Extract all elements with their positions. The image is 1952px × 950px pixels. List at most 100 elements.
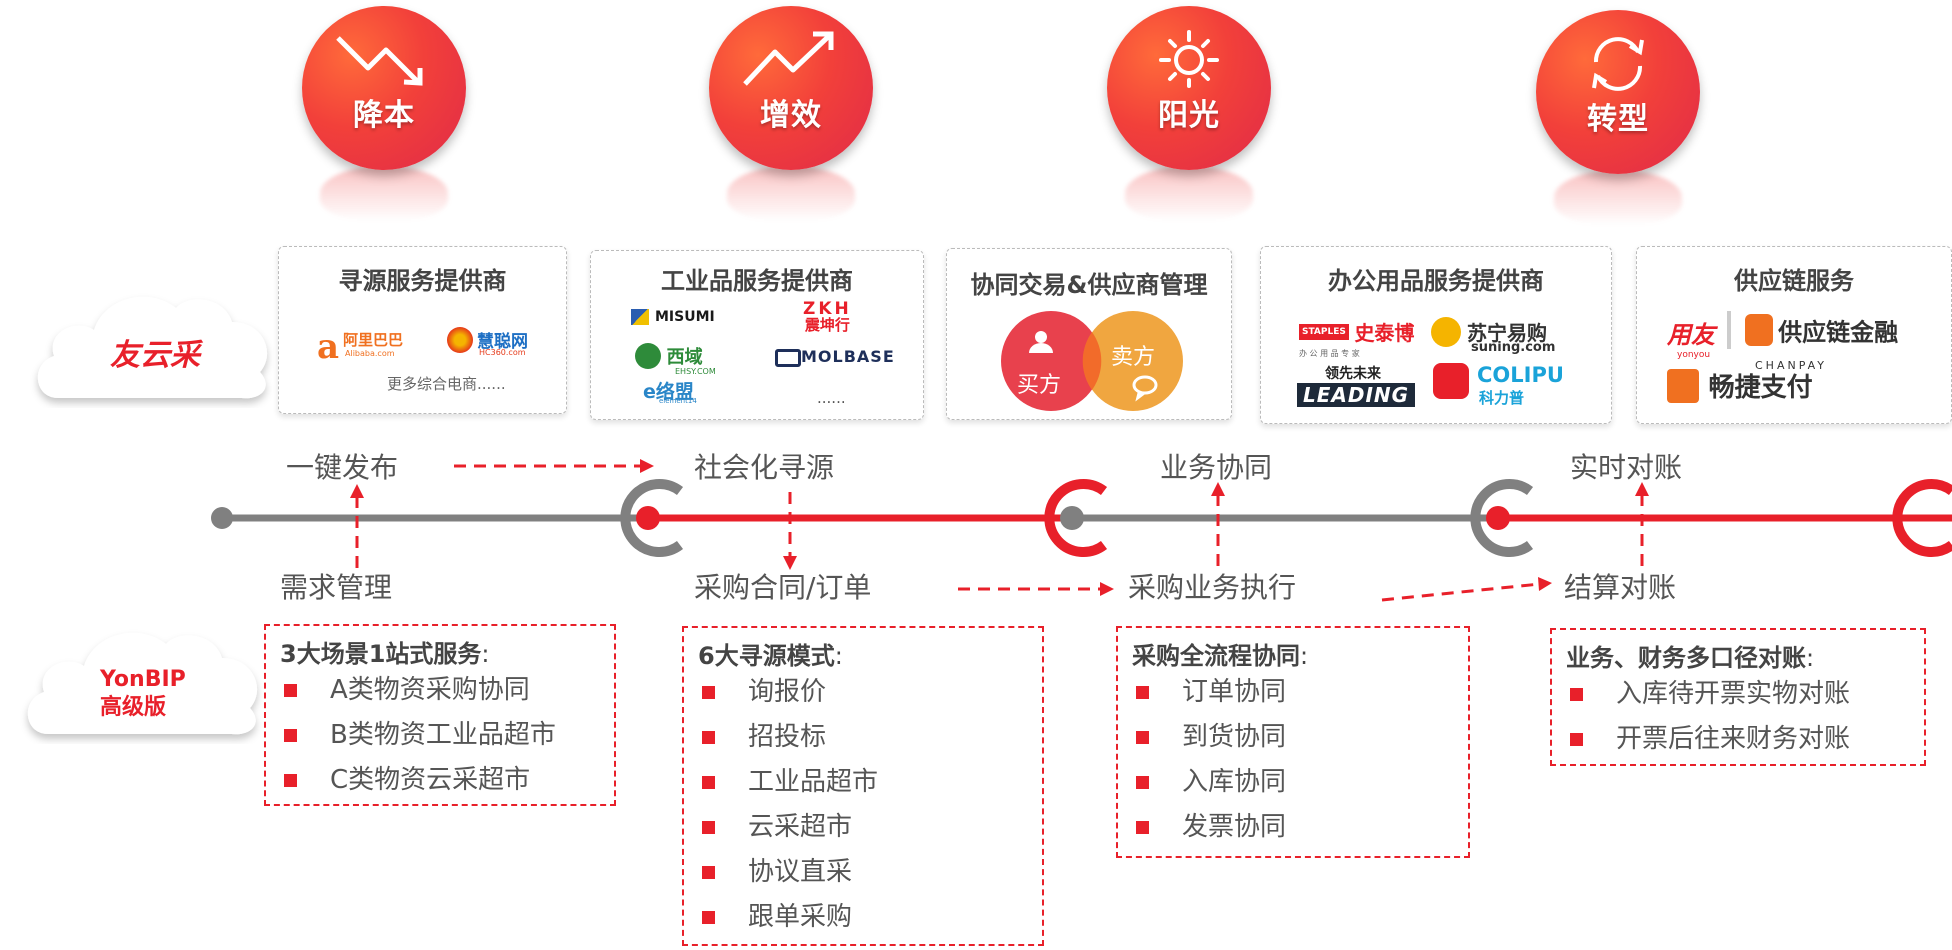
circle-badge: 转型 (1536, 10, 1700, 174)
list-item: 到货协同 (1132, 715, 1286, 760)
box-title-text: 3大场景1站式服务 (280, 640, 482, 668)
cloud-youyuncai: 友云采 (28, 268, 278, 408)
list-item-text: 工业品超市 (748, 767, 879, 797)
list-item-text: 到货协同 (1182, 722, 1287, 752)
list-item: 入库待开票实物对账 (1566, 672, 1850, 717)
circle-reflection (727, 166, 855, 221)
hc360-logo: 慧聪网 HC360.com (447, 327, 528, 357)
panel-industrial-providers: 工业品服务提供商 MISUMI ZKH 震坤行 西域 EHSY.COM MOLB… (590, 250, 924, 420)
seller-circle (1083, 311, 1183, 411)
staples-sub: 办 公 用 品 专 家 (1299, 349, 1360, 358)
staples-tag: STAPLES (1299, 323, 1349, 340)
scf-logo: 供应链金融 (1727, 311, 1898, 349)
bullet-square-icon (1136, 731, 1149, 744)
label-purchase-execution: 采购业务执行 (1128, 571, 1297, 604)
cloud-yonbip: YonBIP 高级版 (18, 604, 268, 744)
panel-title: 协同交易&供应商管理 (970, 271, 1208, 299)
label-social-sourcing: 社会化寻源 (694, 451, 835, 484)
circle-label: 阳光 (1158, 98, 1220, 133)
panel-title: 办公用品服务提供商 (1328, 267, 1544, 295)
circle-transformation: 转型 (1536, 10, 1706, 225)
chanpay-logo: CHANPAY 畅捷支付 (1667, 359, 1824, 404)
arrow-head (1211, 482, 1225, 496)
zkh-logo: ZKH 震坤行 (803, 299, 852, 334)
circle-reflection (320, 166, 448, 221)
timeline-node-ring (1470, 479, 1534, 557)
panel-sourcing-providers: 寻源服务提供商 a 阿里巴巴 Alibaba.com 慧聪网 HC360.com… (278, 246, 567, 414)
hc360-name: 慧聪网 (477, 332, 528, 352)
panel-title: 寻源服务提供商 (338, 267, 507, 295)
overlap-area (1082, 332, 1102, 390)
timeline-node-dot (1486, 506, 1510, 530)
list-item-text: 开票后往来财务对账 (1616, 724, 1851, 754)
list-item-text: 发票协同 (1182, 812, 1287, 842)
circle-label: 增效 (760, 98, 822, 133)
label-contract-order: 采购合同/订单 (694, 571, 872, 604)
list-item: 入库协同 (1132, 760, 1286, 805)
box-title-text: 采购全流程协同 (1132, 642, 1300, 670)
buyer-label: 买方 (1017, 373, 1062, 398)
circle-reflection (1554, 170, 1682, 225)
timeline-end-ring (1892, 479, 1952, 557)
refresh-icon (1592, 37, 1644, 91)
alibaba-sub: Alibaba.com (345, 349, 395, 358)
list-item: 发票协同 (1132, 805, 1286, 850)
circle-sunshine: 阳光 (1107, 6, 1277, 221)
bullet-square-icon (284, 774, 297, 787)
buyer-circle (1001, 311, 1101, 411)
list-item-text: B类物资工业品超市 (330, 720, 556, 750)
bullet-square-icon (284, 684, 297, 697)
zkh-letters: ZKH (803, 299, 852, 319)
bullet-square-icon (1570, 688, 1583, 701)
trend-down-icon (336, 36, 423, 86)
box-title: 业务、财务多口径对账: (1566, 644, 1815, 672)
list-item-text: 订单协同 (1182, 677, 1287, 707)
list-item-text: 云采超市 (748, 812, 853, 842)
list-item: C类物资云采超市 (280, 758, 556, 803)
misumi-name: MISUMI (655, 309, 715, 325)
user-icon (1029, 331, 1053, 353)
chat-icon (1132, 375, 1158, 402)
suning-name: 苏宁易购 (1467, 321, 1547, 345)
leading-logo: 领先未来 LEADING (1297, 363, 1416, 407)
bullet-square-icon (702, 821, 715, 834)
bullet-square-icon (702, 911, 715, 924)
list-item: 询报价 (698, 670, 878, 715)
panel-supply-chain: 供应链服务 用友 yonyou 供应链金融 CHANPAY 畅捷支付 (1636, 246, 1952, 424)
label-settlement-reconcile: 结算对账 (1564, 571, 1677, 604)
suning-sub: suning.com (1471, 340, 1556, 355)
colipu-name: COLIPU (1477, 363, 1564, 387)
element14-name: e络盟 (643, 381, 694, 403)
panel-office-providers: 办公用品服务提供商 STAPLES 史泰博 办 公 用 品 专 家 苏宁易购 s… (1260, 246, 1612, 424)
label-business-collab: 业务协同 (1160, 451, 1273, 484)
yonyou-name: 用友 (1667, 321, 1715, 349)
xiyu-sub: EHSY.COM (675, 367, 716, 376)
box-title-text: 业务、财务多口径对账 (1566, 644, 1806, 672)
leading-name: LEADING (1297, 383, 1416, 407)
label-one-click-publish: 一键发布 (286, 451, 399, 484)
timeline-node-ring (620, 479, 684, 557)
timeline-node-dot (1060, 506, 1084, 530)
list-item-text: 入库协同 (1182, 767, 1287, 797)
bullet-square-icon (1136, 686, 1149, 699)
box-list: 入库待开票实物对账 开票后往来财务对账 (1566, 672, 1850, 762)
bullet-square-icon (1136, 776, 1149, 789)
box-sourcing-modes: 6大寻源模式: 询报价 招投标 工业品超市 云采超市 协议直采 跟单采购 (682, 626, 1044, 946)
timeline-start-dot (211, 507, 233, 529)
cloud-title: YonBIP 高级版 (100, 666, 186, 722)
box-full-process-collab: 采购全流程协同: 订单协同 到货协同 入库协同 发票协同 (1116, 626, 1470, 858)
circle-badge: 增效 (709, 6, 873, 170)
staples-logo: STAPLES 史泰博 办 公 用 品 专 家 (1299, 317, 1414, 359)
bullet-square-icon (1136, 821, 1149, 834)
circle-reflection (1125, 166, 1253, 221)
cloud-shape (37, 296, 268, 399)
list-item: B类物资工业品超市 (280, 713, 556, 758)
circle-badge: 降本 (302, 6, 466, 170)
sun-icon (1159, 30, 1219, 88)
element14-sub: element14 (659, 397, 697, 405)
colipu-logo: COLIPU 科力普 (1433, 363, 1564, 407)
leading-top: 领先未来 (1325, 366, 1381, 382)
more-providers-text: 更多综合电商...... (387, 375, 506, 393)
bullet-square-icon (702, 731, 715, 744)
arrow-head (1538, 577, 1552, 591)
